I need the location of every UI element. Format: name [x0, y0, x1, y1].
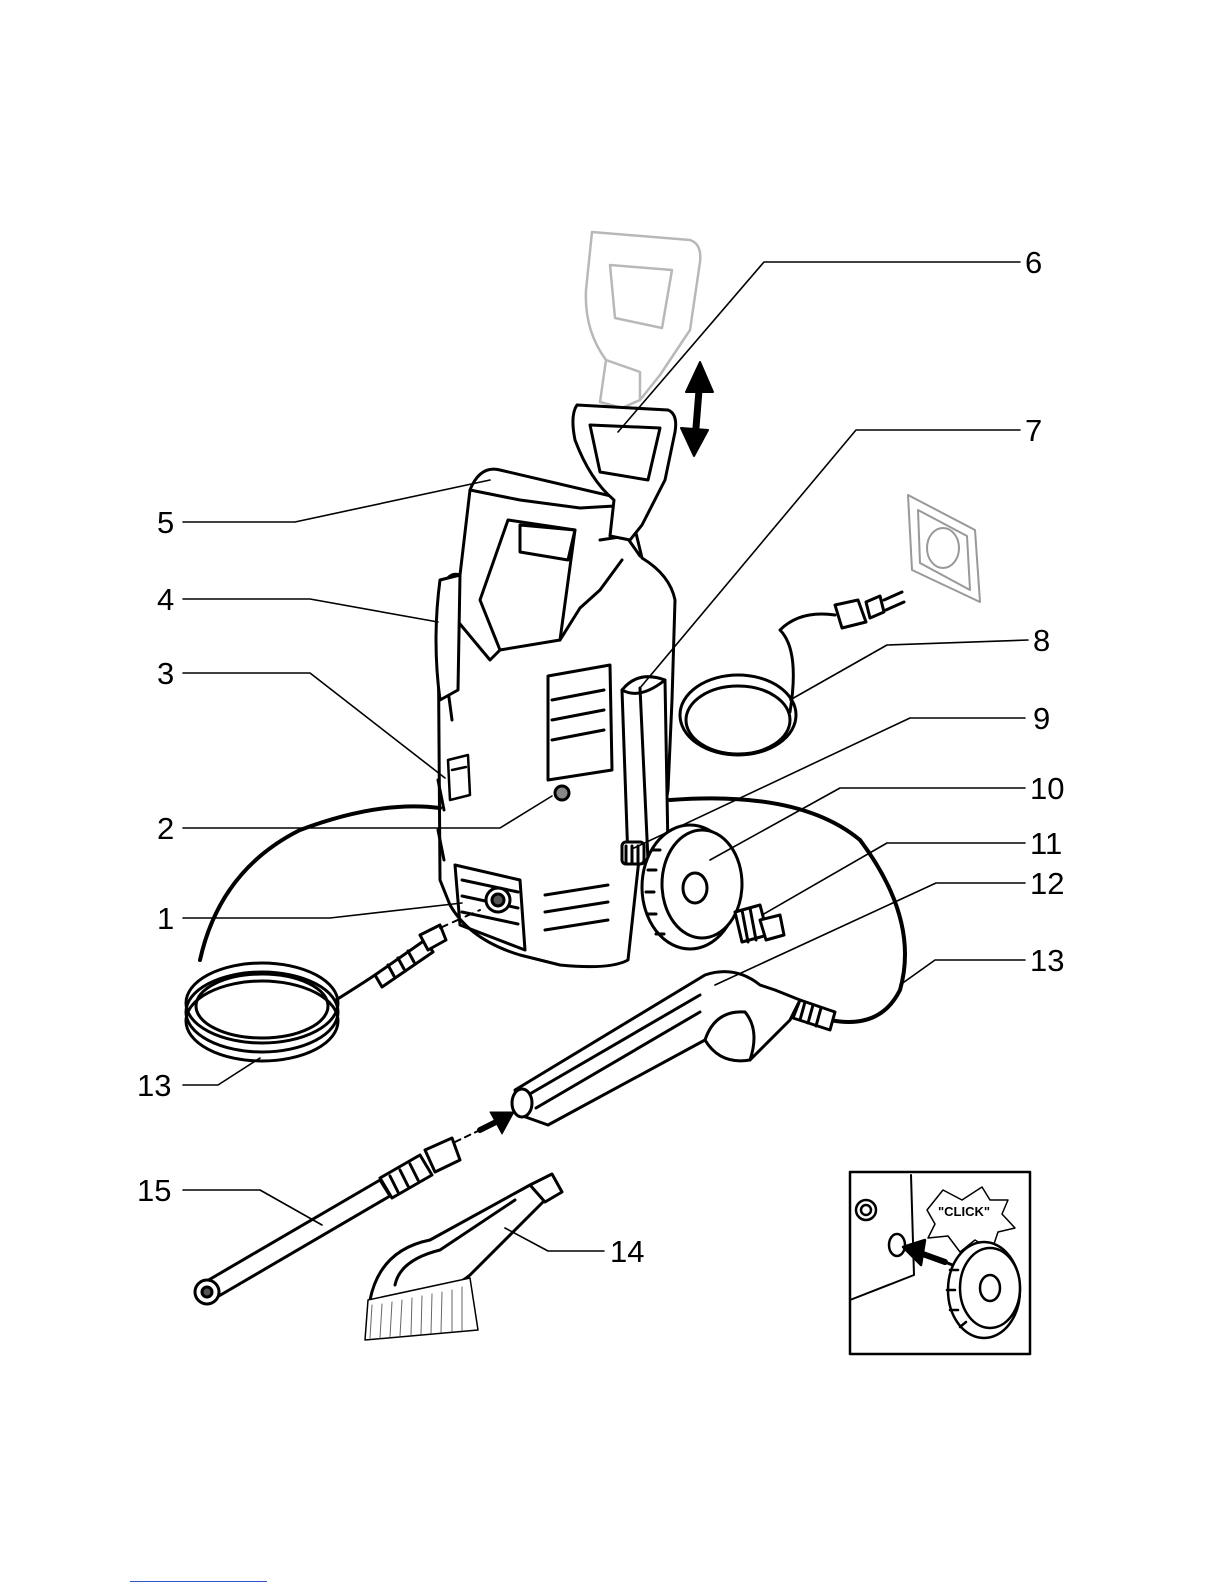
- side-handle: [436, 575, 460, 700]
- power-cord: [680, 592, 904, 755]
- callout-2: 2: [157, 813, 174, 844]
- callout-1: 1: [157, 903, 174, 934]
- callout-5: 5: [157, 507, 174, 538]
- wash-brush: [365, 1174, 562, 1340]
- callout-15: 15: [137, 1175, 171, 1206]
- callout-11: 11: [1030, 828, 1062, 859]
- wall-socket: [908, 495, 980, 602]
- pressure-knob: [555, 786, 569, 800]
- raised-handle-ghost: [586, 232, 700, 408]
- footer-link-underline: [130, 1581, 267, 1582]
- height-adjust-arrow: [681, 362, 713, 456]
- spray-gun: [512, 972, 835, 1125]
- callout-13-coil: 13: [137, 1070, 171, 1101]
- callout-9: 9: [1033, 703, 1050, 734]
- garden-hose-adapter: [735, 905, 784, 942]
- callout-4: 4: [157, 584, 174, 615]
- callout-8: 8: [1033, 625, 1050, 656]
- callout-10: 10: [1030, 773, 1064, 804]
- inlet-cap: [642, 825, 742, 949]
- inset-detail: [850, 1172, 1030, 1354]
- callout-3: 3: [157, 658, 174, 689]
- callout-13-hose: 13: [1030, 945, 1064, 976]
- on-off-switch: [448, 755, 470, 800]
- assembly-arrow: [455, 1112, 514, 1142]
- callout-14: 14: [610, 1236, 644, 1267]
- high-pressure-outlet: [486, 888, 510, 912]
- coiled-hose: [186, 910, 480, 1061]
- callout-6: 6: [1025, 247, 1042, 278]
- callout-7: 7: [1025, 415, 1042, 446]
- callout-12: 12: [1030, 868, 1064, 899]
- click-label: "CLICK": [938, 1205, 990, 1218]
